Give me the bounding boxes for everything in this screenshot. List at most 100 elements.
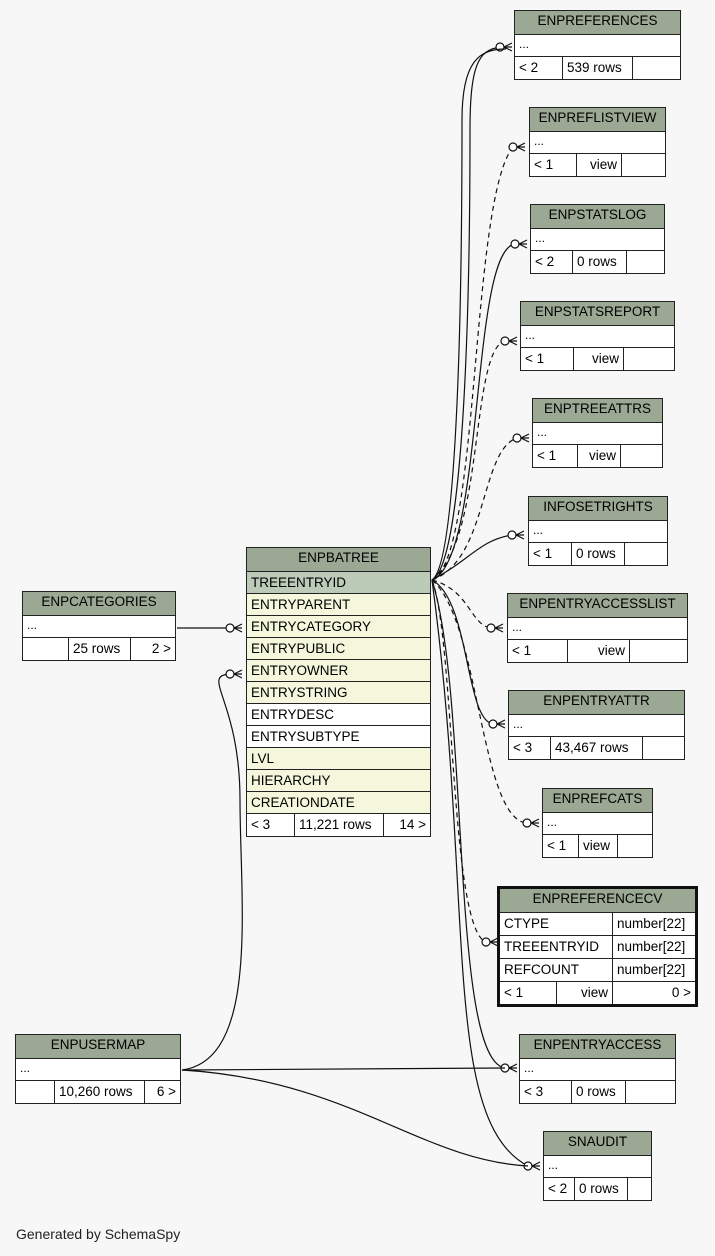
table-enpcategories[interactable]: ENPCATEGORIES ... 25 rows 2 > [22, 591, 176, 661]
table-name[interactable]: ENPUSERMAP [16, 1035, 180, 1059]
zero-or-many-marker [522, 818, 532, 828]
column-creationdate[interactable]: CREATIONDATE [247, 792, 430, 814]
crowfoot-marker [233, 669, 243, 679]
column-type: number[22] [617, 916, 686, 931]
column-entrysubtype[interactable]: ENTRYSUBTYPE [247, 726, 430, 748]
table-footer: < 1 view 0 > [500, 982, 695, 1004]
table-enpusermap[interactable]: ENPUSERMAP ... 10,260 rows 6 > [15, 1034, 181, 1104]
zero-or-many-marker [488, 719, 498, 729]
column-entrypublic[interactable]: ENTRYPUBLIC [247, 638, 430, 660]
table-enprefcats[interactable]: ENPREFCATS ... < 1 view [542, 788, 653, 858]
table-footer: < 1 view [508, 640, 687, 662]
table-name[interactable]: ENPREFERENCECV [500, 889, 695, 913]
crowfoot-marker [494, 623, 504, 633]
table-enpreflistview[interactable]: ENPREFLISTVIEW ... < 1 view [529, 107, 666, 177]
column-treeentryid[interactable]: TREEENTRYID [247, 572, 430, 594]
table-name[interactable]: ENPCATEGORIES [23, 592, 175, 616]
row-count: view [574, 348, 624, 370]
crowfoot-marker [515, 530, 525, 540]
columns-ellipsis: ... [543, 813, 652, 835]
parents-count: < 3 [247, 814, 295, 836]
children-count: 14 > [399, 817, 426, 832]
edge-enpreferencecv [431, 579, 487, 943]
parents-count: < 2 [544, 1178, 575, 1200]
table-name[interactable]: ENPSTATSLOG [531, 205, 664, 229]
table-enpentryattr[interactable]: ENPENTRYATTR ... < 3 43,467 rows [508, 690, 685, 760]
row-count: 0 rows [573, 251, 627, 273]
children-count [627, 251, 664, 273]
table-name[interactable]: SNAUDIT [544, 1132, 651, 1156]
table-infosetrights[interactable]: INFOSETRIGHTS ... < 1 0 rows [528, 496, 668, 566]
row-count: view [579, 835, 618, 857]
column-hierarchy[interactable]: HIERARCHY [247, 770, 430, 792]
table-enptreeattrs[interactable]: ENPTREEATTRS ... < 1 view [532, 398, 663, 468]
children-count [643, 737, 684, 759]
children-count [622, 154, 665, 176]
table-enpreferencecv[interactable]: ENPREFERENCECV CTYPE number[22] TREEENTR… [497, 886, 698, 1007]
column-entrydesc[interactable]: ENTRYDESC [247, 704, 430, 726]
row-count: view [578, 445, 621, 467]
zero-or-many-marker [508, 142, 518, 152]
columns-ellipsis: ... [520, 1059, 675, 1081]
table-name[interactable]: ENPENTRYACCESSLIST [508, 594, 687, 618]
table-snaudit[interactable]: SNAUDIT ... < 2 0 rows [543, 1131, 652, 1201]
column-entryparent[interactable]: ENTRYPARENT [247, 594, 430, 616]
table-footer: 10,260 rows 6 > [16, 1081, 180, 1103]
zero-or-many-marker [486, 623, 496, 633]
table-name[interactable]: ENPTREEATTRS [533, 399, 662, 423]
table-footer: < 2 0 rows [531, 251, 664, 273]
parents-count: < 3 [520, 1081, 572, 1103]
parents-count [16, 1081, 55, 1103]
parents-count: < 1 [508, 640, 568, 662]
table-enpstatslog[interactable]: ENPSTATSLOG ... < 2 0 rows [530, 204, 665, 274]
zero-or-many-marker [225, 623, 235, 633]
table-enpentryaccess[interactable]: ENPENTRYACCESS ... < 3 0 rows [519, 1034, 676, 1104]
children-count: 6 > [156, 1084, 176, 1099]
table-name[interactable]: ENPBATREE [247, 548, 430, 572]
edge-enpentryaccesslist [431, 579, 492, 629]
column-entrystring[interactable]: ENTRYSTRING [247, 682, 430, 704]
table-name[interactable]: ENPSTATSREPORT [521, 302, 674, 326]
columns-ellipsis: ... [533, 423, 662, 445]
column-entrycategory[interactable]: ENTRYCATEGORY [247, 616, 430, 638]
table-name[interactable]: ENPENTRYACCESS [520, 1035, 675, 1059]
children-count [621, 445, 662, 467]
edge-enpreferences [431, 46, 507, 581]
table-name[interactable]: ENPREFERENCES [515, 11, 680, 35]
table-name[interactable]: ENPENTRYATTR [509, 691, 684, 715]
crowfoot-marker [516, 142, 526, 152]
parents-count: < 3 [509, 737, 551, 759]
columns-ellipsis: ... [23, 616, 175, 638]
column-lvl[interactable]: LVL [247, 748, 430, 770]
table-enpbatree[interactable]: ENPBATREE TREEENTRYID ENTRYPARENT ENTRYC… [246, 547, 431, 837]
row-count: 43,467 rows [551, 737, 643, 759]
table-name[interactable]: ENPREFLISTVIEW [530, 108, 665, 132]
crowfoot-marker [508, 336, 518, 346]
table-name[interactable]: ENPREFCATS [543, 789, 652, 813]
children-count [624, 348, 674, 370]
row-count: 11,221 rows [295, 814, 384, 836]
table-footer: < 1 view [533, 445, 662, 467]
edge-enpreferences-2 [431, 48, 507, 581]
table-enpstatsreport[interactable]: ENPSTATSREPORT ... < 1 view [520, 301, 675, 371]
table-enpreferences[interactable]: ENPREFERENCES ... < 2 539 rows [514, 10, 681, 80]
children-count [630, 640, 687, 662]
table-footer: < 1 view [543, 835, 652, 857]
parents-count: < 1 [500, 982, 557, 1004]
table-name[interactable]: INFOSETRIGHTS [529, 497, 667, 521]
row-count: 10,260 rows [55, 1081, 145, 1103]
generated-by-label: Generated by SchemaSpy [16, 1226, 181, 1242]
zero-or-many-marker [225, 669, 235, 679]
parents-count: < 1 [543, 835, 579, 857]
table-footer: < 2 0 rows [544, 1178, 651, 1200]
column-type: number[22] [617, 939, 686, 954]
table-enpentryaccesslist[interactable]: ENPENTRYACCESSLIST ... < 1 view [507, 593, 688, 663]
row-count: 25 rows [69, 638, 131, 660]
parents-count: < 2 [531, 251, 573, 273]
table-footer: < 3 0 rows [520, 1081, 675, 1103]
column-type: number[22] [617, 962, 686, 977]
zero-or-many-marker [512, 433, 522, 443]
zero-or-many-marker [500, 336, 510, 346]
column-entryowner[interactable]: ENTRYOWNER [247, 660, 430, 682]
column-row-treeentryid: TREEENTRYID number[22] [500, 936, 695, 959]
